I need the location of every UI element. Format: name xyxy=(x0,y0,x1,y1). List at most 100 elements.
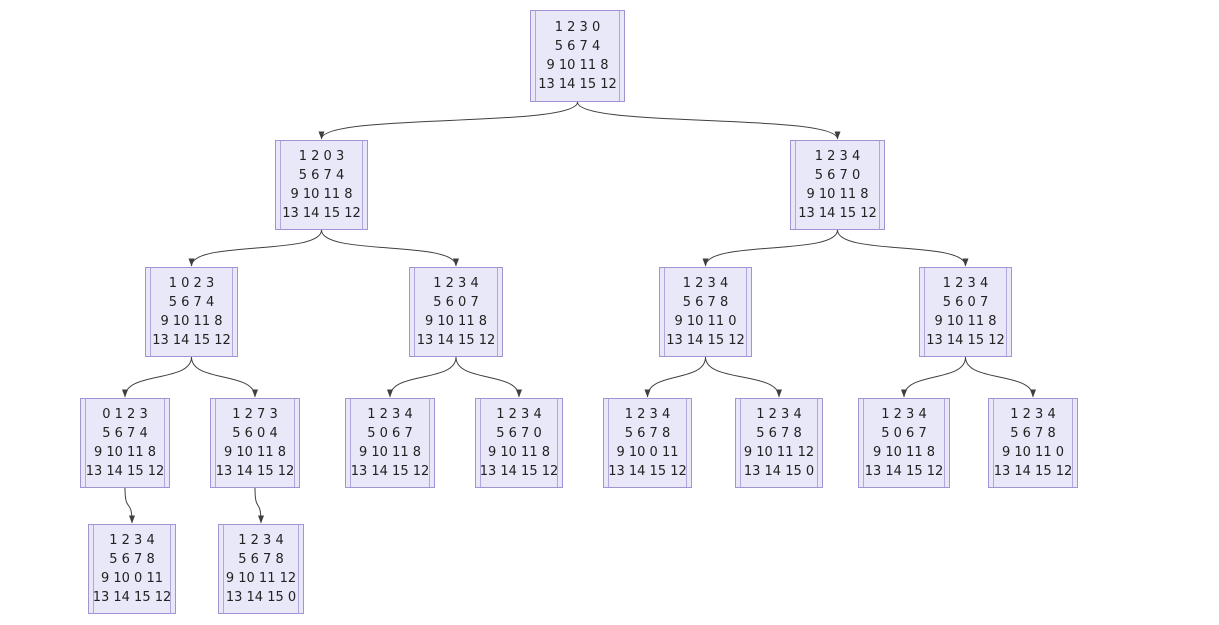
puzzle-row: 5 0 6 7 xyxy=(881,426,927,441)
tree-node-n1: 1 2 0 3 5 6 7 4 9 10 11 8 13 14 15 12 xyxy=(275,140,368,230)
tree-edge xyxy=(188,229,322,267)
puzzle-row: 9 10 11 12 xyxy=(743,445,815,460)
tree-edge xyxy=(705,356,782,398)
tree-node-n15: 1 2 3 4 5 6 7 8 9 10 0 11 13 14 15 12 xyxy=(88,524,176,614)
puzzle-row: 9 10 0 11 xyxy=(616,445,679,460)
puzzle-row: 5 0 6 7 xyxy=(367,426,413,441)
puzzle-row: 9 10 11 8 xyxy=(546,58,609,73)
puzzle-row: 13 14 15 12 xyxy=(864,464,944,479)
puzzle-row: 5 6 7 8 xyxy=(1010,426,1056,441)
puzzle-row: 9 10 11 8 xyxy=(934,314,997,329)
tree-node-n8: 1 2 7 3 5 6 0 4 9 10 11 8 13 14 15 12 xyxy=(210,398,300,488)
puzzle-row: 13 14 15 12 xyxy=(416,333,496,348)
tree-node-n9: 1 2 3 4 5 0 6 7 9 10 11 8 13 14 15 12 xyxy=(345,398,435,488)
puzzle-row: 9 10 11 8 xyxy=(93,445,157,460)
puzzle-row: 1 2 3 4 xyxy=(814,149,861,164)
tree-edge xyxy=(254,487,264,524)
puzzle-row: 5 6 7 8 xyxy=(756,426,802,441)
puzzle-row: 5 6 7 4 xyxy=(554,39,601,54)
puzzle-row: 1 2 3 4 xyxy=(1010,407,1056,422)
puzzle-row: 13 14 15 12 xyxy=(350,464,430,479)
puzzle-row: 9 10 11 8 xyxy=(290,187,353,202)
tree-edge xyxy=(702,229,838,267)
tree-edge xyxy=(191,356,258,398)
tree-edge xyxy=(837,229,969,267)
puzzle-row: 1 2 3 4 xyxy=(624,407,671,422)
tree-node-n7: 0 1 2 3 5 6 7 4 9 10 11 8 13 14 15 12 xyxy=(80,398,170,488)
puzzle-row: 5 6 7 8 xyxy=(682,295,729,310)
tree-edge xyxy=(455,356,522,398)
tree-edge xyxy=(318,101,578,140)
puzzle-row: 5 6 0 7 xyxy=(942,295,989,310)
puzzle-row: 13 14 15 12 xyxy=(926,333,1005,348)
puzzle-row: 1 2 3 4 xyxy=(367,407,413,422)
tree-node-n2: 1 2 3 4 5 6 7 0 9 10 11 8 13 14 15 12 xyxy=(790,140,885,230)
puzzle-row: 13 14 15 12 xyxy=(92,590,172,605)
tree-node-n10: 1 2 3 4 5 6 7 0 9 10 11 8 13 14 15 12 xyxy=(475,398,563,488)
tree-edge xyxy=(321,229,459,267)
puzzle-row: 13 14 15 0 xyxy=(743,464,815,479)
puzzle-row: 1 2 3 4 xyxy=(682,276,729,291)
puzzle-row: 13 14 15 12 xyxy=(282,206,361,221)
puzzle-row: 1 0 2 3 xyxy=(168,276,215,291)
puzzle-row: 5 6 0 7 xyxy=(433,295,479,310)
puzzle-row: 13 14 15 12 xyxy=(608,464,687,479)
puzzle-row: 13 14 15 12 xyxy=(993,464,1073,479)
puzzle-row: 13 14 15 12 xyxy=(666,333,745,348)
puzzle-row: 13 14 15 12 xyxy=(215,464,295,479)
puzzle-row: 5 6 0 4 xyxy=(232,426,278,441)
puzzle-row: 1 2 3 4 xyxy=(756,407,802,422)
tree-node-n16: 1 2 3 4 5 6 7 8 9 10 11 12 13 14 15 0 xyxy=(218,524,304,614)
tree-node-n5: 1 2 3 4 5 6 7 8 9 10 11 0 13 14 15 12 xyxy=(659,267,752,357)
tree-edge xyxy=(577,101,841,140)
puzzle-row: 1 2 0 3 xyxy=(298,149,345,164)
tree-edge xyxy=(122,356,192,398)
puzzle-row: 5 6 7 8 xyxy=(109,552,155,567)
puzzle-row: 5 6 7 8 xyxy=(238,552,284,567)
tree-node-n11: 1 2 3 4 5 6 7 8 9 10 0 11 13 14 15 12 xyxy=(603,398,692,488)
puzzle-row: 9 10 11 8 xyxy=(223,445,287,460)
puzzle-row: 5 6 7 4 xyxy=(298,168,345,183)
puzzle-row: 9 10 11 8 xyxy=(487,445,551,460)
puzzle-row: 13 14 15 12 xyxy=(85,464,165,479)
tree-node-n14: 1 2 3 4 5 6 7 8 9 10 11 0 13 14 15 12 xyxy=(988,398,1078,488)
tree-edge xyxy=(124,487,135,524)
puzzle-row: 5 6 7 4 xyxy=(168,295,215,310)
puzzle-row: 9 10 11 8 xyxy=(358,445,422,460)
puzzle-row: 1 2 3 0 xyxy=(554,20,601,35)
tree-node-n13: 1 2 3 4 5 0 6 7 9 10 11 8 13 14 15 12 xyxy=(858,398,950,488)
puzzle-row: 5 6 7 4 xyxy=(102,426,148,441)
puzzle-row: 9 10 11 0 xyxy=(674,314,737,329)
puzzle-row: 9 10 11 8 xyxy=(872,445,936,460)
tree-node-n3: 1 0 2 3 5 6 7 4 9 10 11 8 13 14 15 12 xyxy=(145,267,238,357)
puzzle-row: 9 10 11 0 xyxy=(1001,445,1065,460)
puzzle-row: 9 10 11 8 xyxy=(160,314,223,329)
tree-edge xyxy=(901,356,966,398)
tree-node-n12: 1 2 3 4 5 6 7 8 9 10 11 12 13 14 15 0 xyxy=(735,398,823,488)
puzzle-row: 5 6 7 0 xyxy=(814,168,861,183)
puzzle-row: 13 14 15 12 xyxy=(538,77,617,92)
puzzle-row: 1 2 3 4 xyxy=(496,407,542,422)
tree-edge xyxy=(965,356,1036,398)
puzzle-row: 5 6 7 0 xyxy=(496,426,542,441)
tree-edge xyxy=(644,356,706,398)
puzzle-row: 0 1 2 3 xyxy=(102,407,148,422)
tree-node-n6: 1 2 3 4 5 6 0 7 9 10 11 8 13 14 15 12 xyxy=(919,267,1012,357)
tree-node-n0: 1 2 3 0 5 6 7 4 9 10 11 8 13 14 15 12 xyxy=(530,10,625,102)
tree-edge xyxy=(387,356,457,398)
puzzle-row: 9 10 11 8 xyxy=(806,187,869,202)
puzzle-row: 1 2 3 4 xyxy=(109,533,155,548)
puzzle-row: 1 2 7 3 xyxy=(232,407,278,422)
puzzle-row: 13 14 15 12 xyxy=(152,333,231,348)
puzzle-row: 13 14 15 12 xyxy=(798,206,877,221)
puzzle-row: 1 2 3 4 xyxy=(942,276,989,291)
puzzle-row: 9 10 11 8 xyxy=(424,314,488,329)
puzzle-row: 13 14 15 0 xyxy=(225,590,297,605)
puzzle-row: 1 2 3 4 xyxy=(238,533,284,548)
puzzle-row: 9 10 11 12 xyxy=(225,571,297,586)
puzzle-row: 9 10 0 11 xyxy=(100,571,164,586)
puzzle-row: 1 2 3 4 xyxy=(881,407,927,422)
puzzle-row: 5 6 7 8 xyxy=(624,426,671,441)
puzzle-row: 13 14 15 12 xyxy=(479,464,559,479)
